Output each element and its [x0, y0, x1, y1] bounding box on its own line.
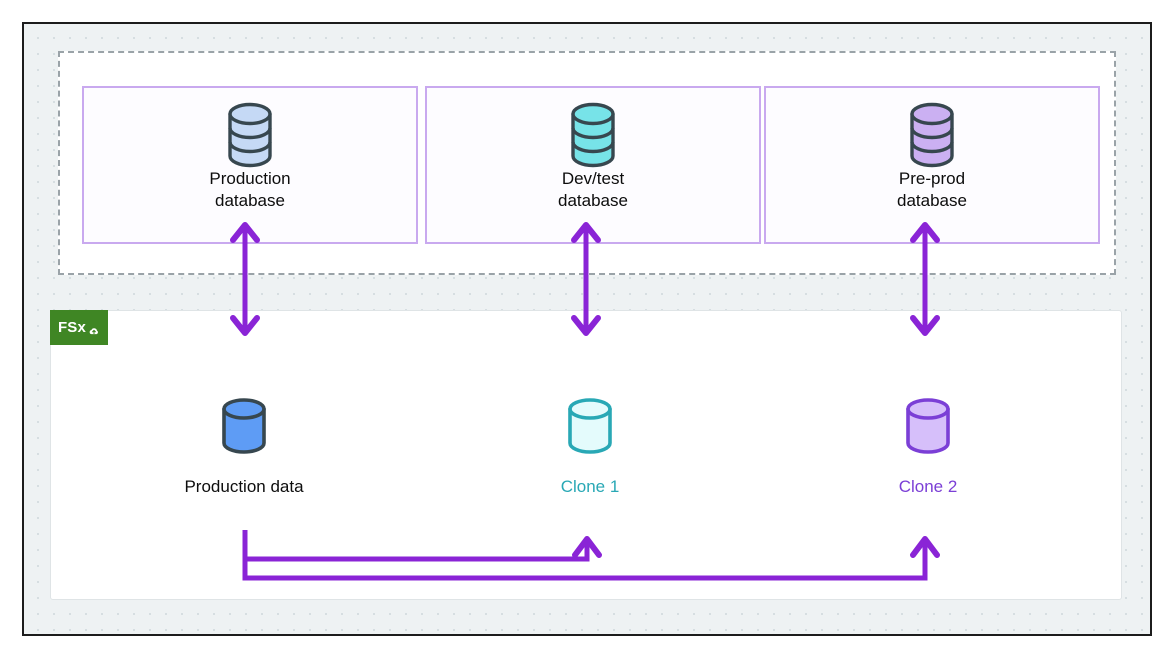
storage-node-label: Production data — [184, 477, 304, 496]
database-stack-icon — [84, 100, 416, 170]
database-panel-production[interactable]: Production database — [82, 86, 418, 244]
cylinder-icon — [480, 392, 700, 464]
database-stack-icon — [427, 100, 759, 170]
database-stack-icon — [766, 100, 1098, 170]
fsx-cloud-mark-icon — [88, 324, 100, 336]
storage-node-clone-1[interactable]: Clone 1 — [480, 392, 700, 498]
cylinder-icon — [134, 392, 354, 464]
storage-node-production-data[interactable]: Production data — [134, 392, 354, 498]
database-panel-label: Production database — [209, 169, 291, 210]
storage-node-label: Clone 2 — [898, 477, 958, 496]
database-panel-label: Pre-prod database — [897, 169, 967, 210]
cylinder-icon — [818, 392, 1038, 464]
fsx-service-badge: FSx — [50, 310, 108, 345]
database-panel-label: Dev/test database — [558, 169, 628, 210]
database-panel-devtest[interactable]: Dev/test database — [425, 86, 761, 244]
database-panel-preprod[interactable]: Pre-prod database — [764, 86, 1100, 244]
storage-node-label: Clone 1 — [560, 477, 620, 496]
fsx-badge-label: FSx — [57, 319, 87, 336]
storage-node-clone-2[interactable]: Clone 2 — [818, 392, 1038, 498]
